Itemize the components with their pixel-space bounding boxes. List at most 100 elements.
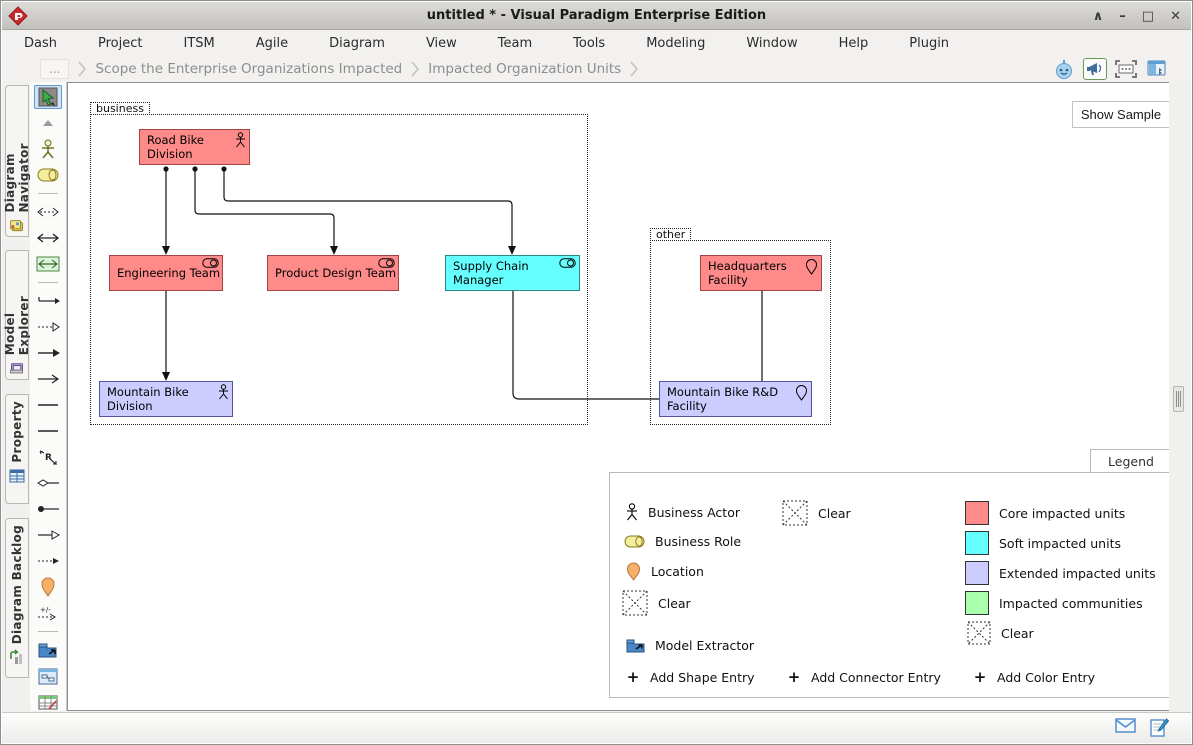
color-swatch [965, 561, 989, 585]
node-mountain-bike-rd-facility[interactable]: Mountain Bike R&D Facility [659, 381, 812, 417]
breadcrumb-item-impacted-units[interactable]: Impacted Organization Units [428, 61, 622, 77]
menu-help[interactable]: Help [838, 35, 869, 51]
add-color-entry-button[interactable]: + Add Color Entry [973, 668, 1095, 686]
legend-entry-color-clear[interactable]: Clear [967, 621, 1034, 645]
legend-entry-model-extractor[interactable]: Model Extractor [626, 638, 754, 653]
sub-diagram-tool[interactable] [34, 664, 62, 688]
two-way-connector[interactable] [34, 226, 62, 250]
business-role-tool[interactable] [34, 163, 62, 187]
legend-entry-label: Location [651, 564, 704, 579]
chevron-right-icon [411, 61, 420, 77]
add-connector-entry-button[interactable]: + Add Connector Entry [787, 668, 941, 686]
breadcrumb-ellipsis[interactable]: ... [40, 59, 70, 79]
compose-note-icon[interactable] [1150, 718, 1169, 737]
panel-layers-icon[interactable] [1145, 58, 1169, 80]
legend-entry-label: Core impacted units [999, 505, 1126, 521]
node-label: Engineering Team [117, 266, 221, 280]
dashed-two-way-connector[interactable] [34, 200, 62, 224]
legend-entry-label: Business Role [655, 534, 742, 549]
tab-model-explorer[interactable]: Model Explorer [3, 250, 31, 380]
table-tool[interactable] [34, 690, 62, 714]
cursor-tool[interactable] [34, 85, 62, 109]
legend-entry-label: Business Actor [648, 504, 740, 520]
tab-diagram-backlog[interactable]: Diagram Backlog [5, 518, 29, 678]
diagram-canvas[interactable]: business other Road Bike D [67, 82, 1171, 711]
close-button[interactable]: ✕ [1170, 8, 1181, 24]
svg-text:+/-: +/- [40, 606, 51, 614]
location-tool[interactable] [34, 575, 62, 599]
menu-view[interactable]: View [425, 35, 457, 51]
fit-frame-icon[interactable] [1114, 58, 1138, 80]
menu-itsm[interactable]: ITSM [183, 35, 215, 51]
group-label-other[interactable]: other [650, 228, 692, 241]
group-label-business[interactable]: business [90, 102, 150, 115]
add-entry-label: Add Color Entry [997, 669, 1096, 685]
node-road-bike-division[interactable]: Road Bike Division [139, 129, 250, 165]
breadcrumb-bar: ... Scope the Enterprise Organizations I… [2, 56, 1191, 82]
tab-diagram-navigator[interactable]: Diagram Navigator [3, 85, 31, 237]
legend-entry-shape-clear[interactable]: Clear [622, 590, 691, 616]
menu-agile[interactable]: Agile [255, 35, 289, 51]
maximize-button[interactable]: □ [1141, 8, 1155, 24]
model-extractor-tool[interactable] [34, 638, 62, 662]
menu-project[interactable]: Project [98, 35, 143, 51]
plus-minus-connector[interactable]: +/- [34, 601, 62, 625]
triangle-arrow-connector[interactable] [34, 523, 62, 547]
menu-dash[interactable]: Dash [24, 35, 57, 51]
menu-window[interactable]: Window [746, 35, 798, 51]
panel-splitter-grip[interactable] [1173, 386, 1184, 412]
legend-entry-business-actor[interactable]: Business Actor [626, 503, 740, 521]
collapse-window-button[interactable]: ∧ [1092, 8, 1104, 24]
legend-entry-soft-impacted[interactable]: Soft impacted units [965, 531, 1121, 555]
legend-entry-business-role[interactable]: Business Role [624, 534, 741, 549]
menu-tools[interactable]: Tools [573, 35, 606, 51]
legend-entry-impacted-communities[interactable]: Impacted communities [965, 591, 1143, 615]
legend-entry-core-impacted[interactable]: Core impacted units [965, 501, 1125, 525]
legend-entry-extended-impacted[interactable]: Extended impacted units [965, 561, 1156, 585]
dashed-filled-arrow-connector[interactable] [34, 549, 62, 573]
group-business[interactable] [90, 114, 588, 425]
status-bar [2, 712, 1191, 743]
color-swatch [965, 501, 989, 525]
resource-catalog-tool[interactable]: R [34, 445, 62, 469]
boxed-two-way-connector[interactable] [34, 252, 62, 276]
plain-line-connector-2[interactable] [34, 419, 62, 443]
node-engineering-team[interactable]: Engineering Team [109, 255, 223, 291]
node-supply-chain-manager[interactable]: Supply Chain Manager [445, 255, 580, 291]
legend-tab[interactable]: Legend [1090, 449, 1170, 473]
menu-plugin[interactable]: Plugin [909, 35, 950, 51]
dashed-open-arrow-connector[interactable] [34, 315, 62, 339]
legend-entry-location[interactable]: Location [626, 562, 704, 581]
assistant-robot-icon[interactable] [1052, 58, 1076, 80]
add-shape-entry-button[interactable]: + Add Shape Entry [626, 668, 755, 686]
node-product-design-team[interactable]: Product Design Team [267, 255, 399, 291]
filled-arrow-connector[interactable] [34, 341, 62, 365]
scroll-up-button[interactable] [34, 111, 62, 135]
tab-label: Diagram Backlog [10, 525, 24, 645]
node-mountain-bike-division[interactable]: Mountain Bike Division [99, 381, 233, 417]
announcement-megaphone-icon[interactable] [1083, 58, 1107, 80]
business-role-icon [378, 258, 395, 268]
clear-icon [782, 500, 808, 526]
mail-icon[interactable] [1115, 718, 1136, 733]
business-actor-icon [236, 132, 245, 148]
node-headquarters-facility[interactable]: Headquarters Facility [700, 255, 822, 291]
breadcrumb-item-scope[interactable]: Scope the Enterprise Organizations Impac… [95, 61, 403, 77]
menu-modeling[interactable]: Modeling [646, 35, 706, 51]
plain-line-connector[interactable] [34, 393, 62, 417]
diamond-end-connector[interactable] [34, 471, 62, 495]
legend-entry-connector-clear[interactable]: Clear [782, 500, 851, 526]
bar-arrow-connector[interactable] [34, 289, 62, 313]
legend-entry-label: Impacted communities [999, 595, 1143, 611]
menu-diagram[interactable]: Diagram [329, 35, 385, 51]
business-actor-tool[interactable] [34, 137, 62, 161]
filled-end-connector[interactable] [34, 497, 62, 521]
title-bar: untitled * - Visual Paradigm Enterprise … [2, 2, 1191, 30]
tab-property[interactable]: Property [5, 394, 29, 504]
minimize-button[interactable]: – [1119, 8, 1126, 24]
menu-team[interactable]: Team [497, 35, 533, 51]
show-sample-button[interactable]: Show Sample [1072, 101, 1170, 128]
color-swatch [965, 591, 989, 615]
right-gutter [1169, 82, 1191, 711]
open-arrow-connector[interactable] [34, 367, 62, 391]
